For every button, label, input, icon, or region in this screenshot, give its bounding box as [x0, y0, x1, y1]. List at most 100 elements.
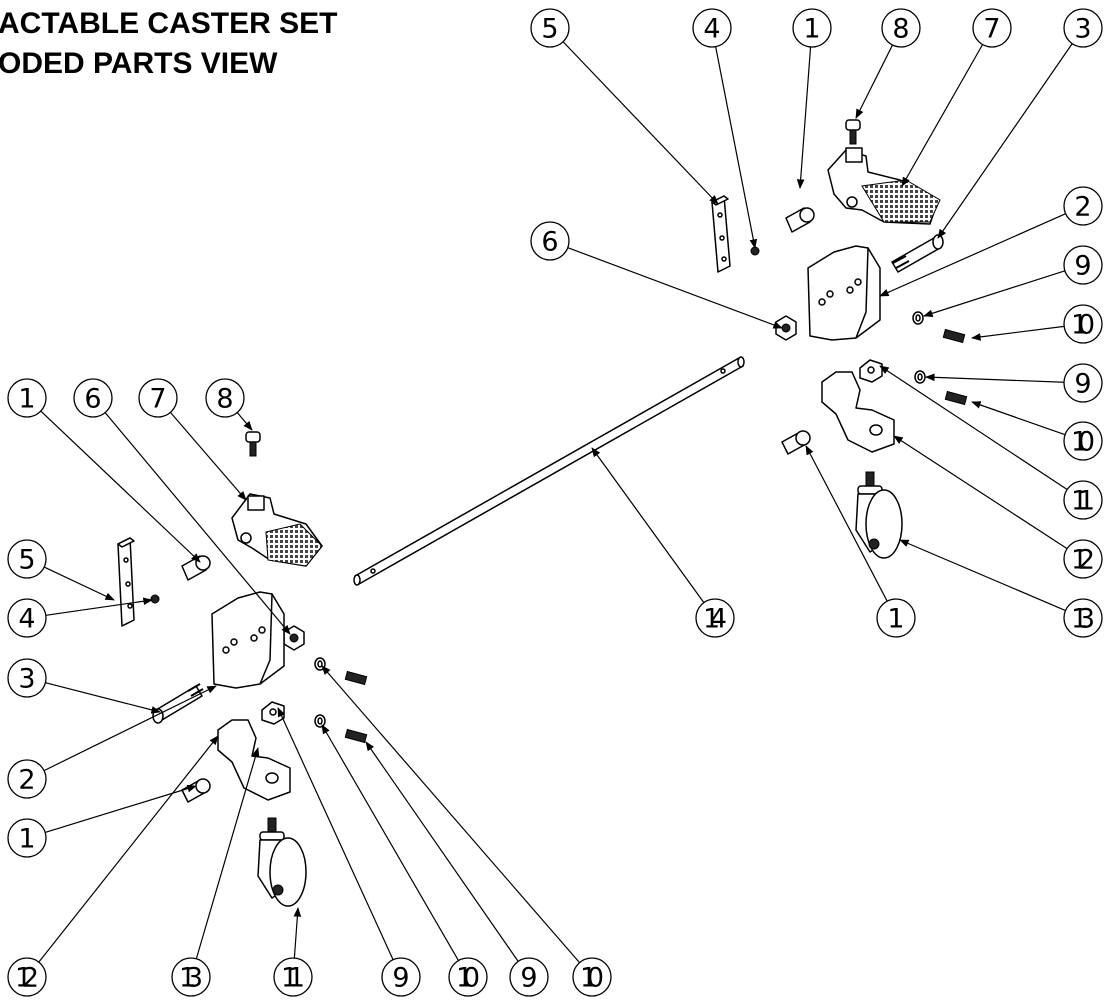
- part-callout: 14: [695, 598, 735, 638]
- callout-label: 7: [149, 384, 166, 415]
- callout-label: 10: [1071, 310, 1095, 341]
- right-nut-11: [859, 359, 883, 383]
- part-callout: 10: [448, 957, 488, 997]
- callout-label: 6: [84, 384, 101, 415]
- leader-line: [879, 365, 1068, 491]
- leader-line: [40, 410, 201, 563]
- left-screw-lower: [344, 728, 368, 744]
- axle-rod: [353, 356, 745, 586]
- left-set-screw: [150, 594, 160, 604]
- right-pin-lower: [781, 430, 811, 455]
- callout-circle: [7, 658, 47, 698]
- callout-label: 2: [1074, 192, 1091, 223]
- callout-circle: [138, 378, 178, 418]
- callout-circle: [1063, 8, 1103, 48]
- leader-line: [43, 685, 217, 772]
- left-caster: [257, 817, 307, 907]
- callout-label: 4: [703, 14, 720, 45]
- part-callout: 6: [73, 378, 113, 418]
- part-callout: 4: [7, 598, 47, 638]
- part-callout: 9: [1063, 363, 1103, 403]
- part-callout: 5: [530, 8, 570, 48]
- callout-circle: [692, 8, 732, 48]
- callout-label: 14: [703, 604, 727, 635]
- callout-label: 12: [1071, 545, 1095, 576]
- callout-circle: [7, 759, 47, 799]
- callout-circle: [273, 957, 313, 997]
- part-callout: 8: [881, 8, 921, 48]
- callout-label: 11: [1071, 486, 1095, 517]
- part-callout: 5: [7, 539, 47, 579]
- callout-circle: [205, 378, 245, 418]
- callout-circle: [73, 378, 113, 418]
- leader-lines: [38, 41, 1073, 964]
- right-mounting-bar: [711, 195, 731, 273]
- callout-label: 13: [1071, 604, 1095, 635]
- callout-circle: [792, 8, 832, 48]
- part-callout: 10: [1063, 304, 1103, 344]
- leader-line: [899, 539, 1066, 612]
- callout-circle: [1063, 363, 1103, 403]
- right-hinge: [821, 371, 895, 453]
- leader-line: [893, 435, 1068, 550]
- part-callout: 2: [7, 759, 47, 799]
- right-bracket: [807, 245, 881, 341]
- callout-circle: [881, 8, 921, 48]
- callout-label: 5: [541, 14, 558, 45]
- callout-label: 1: [18, 824, 35, 855]
- leader-line: [796, 46, 812, 189]
- leader-line: [879, 213, 1066, 297]
- callout-circle: [448, 957, 488, 997]
- part-callout: 9: [509, 957, 549, 997]
- right-bolt-8: [845, 119, 861, 145]
- right-pin-upper: [785, 207, 815, 233]
- callout-circle: [876, 598, 916, 638]
- part-callout: 4: [692, 8, 732, 48]
- callout-label: 7: [983, 14, 1000, 45]
- callout-circle: [7, 818, 47, 858]
- callout-circle: [509, 957, 549, 997]
- callout-label: 5: [18, 545, 35, 576]
- leader-line: [855, 44, 894, 119]
- part-callout: 7: [138, 378, 178, 418]
- callout-circle: [7, 539, 47, 579]
- callout-circle: [530, 8, 570, 48]
- title-line-2: ODED PARTS VIEW: [0, 47, 278, 80]
- leader-line: [365, 741, 519, 962]
- left-pin-upper: [181, 555, 211, 581]
- left-screw-upper: [344, 670, 368, 686]
- callout-circle: [572, 957, 612, 997]
- callout-circle: [1063, 598, 1103, 638]
- callout-label: 1: [803, 14, 820, 45]
- leader-line: [971, 401, 1066, 436]
- parts-drawing: [117, 119, 968, 907]
- part-callout: 1: [7, 818, 47, 858]
- leader-line: [591, 447, 705, 603]
- leader-line: [293, 907, 302, 959]
- callout-circle: [1063, 539, 1103, 579]
- callout-circle: [381, 957, 421, 997]
- callout-label: 3: [18, 664, 35, 695]
- leader-line: [236, 412, 253, 431]
- callout-label: 1: [18, 384, 35, 415]
- right-caster: [855, 471, 903, 559]
- title-line-1: ACTABLE CASTER SET: [0, 7, 338, 40]
- callout-label: 9: [1074, 369, 1091, 400]
- callout-label: 8: [216, 384, 233, 415]
- part-callout: 10: [1063, 421, 1103, 461]
- callout-circle: [1063, 304, 1103, 344]
- leader-line: [104, 412, 291, 635]
- leader-line: [277, 707, 394, 960]
- callout-circle: [7, 378, 47, 418]
- callout-label: 3: [1074, 14, 1091, 45]
- callout-label: 9: [392, 963, 409, 994]
- callout-label: 6: [541, 227, 558, 258]
- left-bracket: [211, 591, 285, 689]
- leader-line: [715, 46, 758, 249]
- callout-circle: [530, 221, 570, 261]
- callout-label: 10: [1071, 427, 1095, 458]
- diagram-title: ACTABLE CASTER SET ODED PARTS VIEW: [0, 4, 337, 84]
- callout-label: 10: [580, 963, 604, 994]
